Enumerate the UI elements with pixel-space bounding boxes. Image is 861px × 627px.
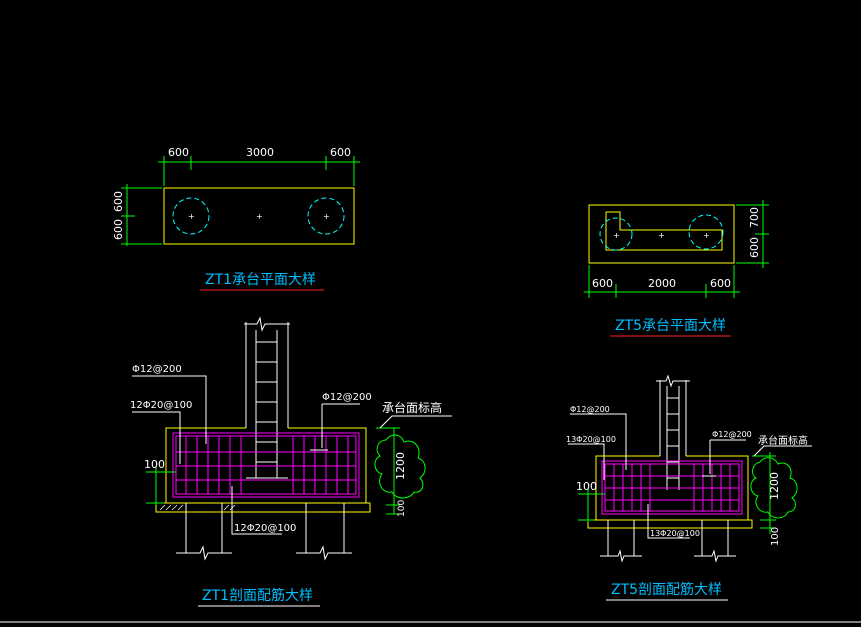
zt5-cap-rebar	[601, 460, 743, 515]
zt5-blinding-layer	[587, 519, 753, 529]
zt5-plan-dim-bottom	[584, 265, 740, 298]
zt5-label-top-bars: Φ12@200	[712, 430, 752, 439]
zt1-piles	[176, 503, 352, 561]
zt5-dim-bottom-2: 2000	[648, 277, 676, 290]
zt1-dim-top-2: 3000	[246, 146, 274, 159]
zt1-center-mark: +	[256, 212, 263, 221]
zt5-column-rebar	[666, 386, 680, 490]
zt1-pile-left	[172, 197, 210, 235]
zt1-plan-title: ZT1承台平面大样	[205, 272, 316, 288]
zt5-label-cap-top: 承台面标高	[758, 434, 808, 447]
zt1-section: 承台面标高 1200 100 100 Φ12@200 12Φ20@100 Φ12…	[130, 316, 452, 607]
zt5-section: 承台面标高 1200 100 100 Φ12@200 13Φ20@100 Φ12…	[566, 374, 812, 601]
zt1-elevation-pointer	[379, 415, 452, 429]
zt5-plan-outline	[588, 204, 735, 264]
zt1-label-stirrup: Φ12@200	[132, 364, 182, 375]
zt5-plan: + + + 600 2000 600 700 600 ZT5承台平面大样	[584, 200, 769, 337]
zt5-piles	[600, 520, 736, 563]
zt5-pile-right	[688, 214, 724, 250]
zt5-dim-right-2: 600	[748, 237, 761, 258]
zt5-dim-cover: 100	[576, 480, 597, 493]
zt5-cover-dim	[578, 488, 605, 522]
zt1-blinding-hatch	[159, 504, 236, 511]
zt1-label-bottom-bars: 12Φ20@100	[234, 523, 296, 534]
zt5-plan-title: ZT5承台平面大样	[615, 318, 726, 334]
zt1-blinding-layer	[155, 502, 371, 513]
zt1-dim-height: 1200	[394, 452, 407, 480]
zt1-dim-left-1: 600	[112, 191, 125, 212]
zt5-label-bottom-bars: 13Φ20@100	[650, 529, 700, 538]
zt1-dim-bottom: 100	[397, 500, 407, 517]
zt5-label-side-bars: 13Φ20@100	[566, 435, 616, 444]
zt5-section-title: ZT5剖面配筋大样	[611, 581, 722, 598]
zt1-section-title: ZT1剖面配筋大样	[202, 587, 313, 604]
zt1-cover-dim	[146, 466, 176, 505]
zt1-plan-dim-left	[121, 184, 162, 246]
zt5-elevation-symbol	[750, 452, 798, 534]
zt1-column-break	[244, 316, 290, 332]
zt5-dim-right-1: 700	[748, 207, 761, 228]
zt1-pile-right	[307, 197, 345, 235]
zt5-column-break	[656, 374, 690, 388]
zt1-dim-top-3: 600	[330, 146, 351, 159]
zt5-dim-bottom: 100	[770, 527, 781, 546]
zt5-pile-left-mark: +	[613, 231, 620, 240]
zt1-label-cap-top: 承台面标高	[382, 400, 442, 415]
zt1-column-rebar	[246, 330, 288, 479]
zt5-leaders	[568, 413, 746, 539]
zt5-plan-l-shape	[605, 211, 723, 251]
zt5-dim-bottom-3: 600	[710, 277, 731, 290]
zt5-elevation-pointer	[753, 445, 812, 457]
zt1-plan-dim-top	[158, 156, 360, 186]
zt5-center-mark: +	[658, 231, 665, 240]
zt1-label-top-bars: Φ12@200	[322, 392, 372, 403]
zt1-leaders	[132, 375, 360, 535]
zt5-dim-height: 1200	[768, 472, 781, 500]
zt5-label-stirrup: Φ12@200	[570, 405, 610, 414]
zt1-pile-right-mark: +	[323, 212, 330, 221]
zt1-dim-cover: 100	[144, 458, 165, 471]
zt1-cap-rebar	[172, 432, 360, 498]
zt5-dim-bottom-1: 600	[592, 277, 613, 290]
zt5-pile-right-mark: +	[703, 231, 710, 240]
zt5-pile-left	[599, 217, 633, 251]
zt1-dim-left-2: 600	[112, 219, 125, 240]
zt5-plan-dim-right	[736, 200, 769, 268]
zt1-dim-top-1: 600	[168, 146, 189, 159]
zt1-pile-left-mark: +	[188, 212, 195, 221]
zt1-plan: + + + 600 3000 600 600 600 ZT1承台平面大样	[112, 146, 360, 291]
zt1-plan-outline	[163, 187, 355, 245]
zt1-label-side-bars: 12Φ20@100	[130, 400, 192, 411]
